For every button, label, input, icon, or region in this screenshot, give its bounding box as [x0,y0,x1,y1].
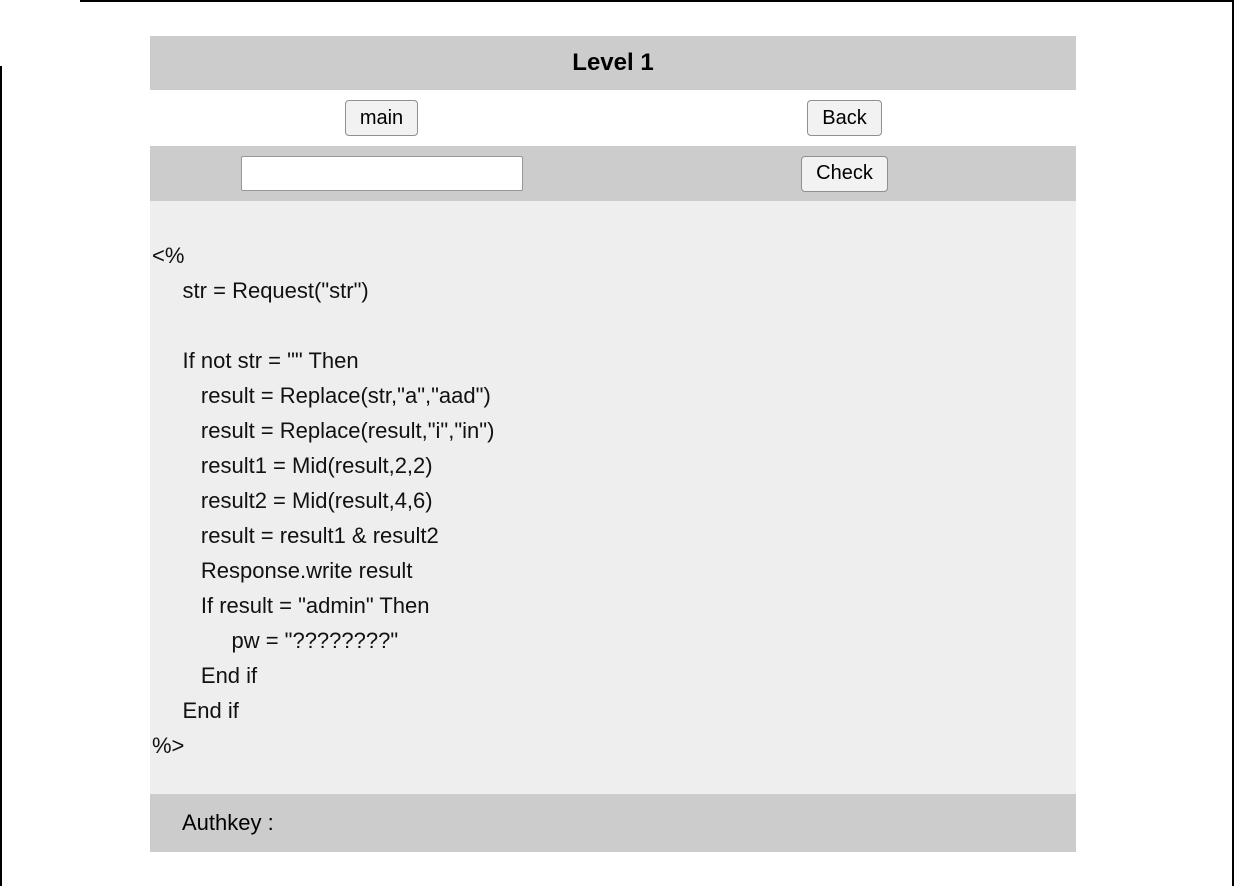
frame-border-top [80,0,1234,2]
answer-input[interactable] [240,156,523,191]
code-block: <% str = Request("str") If not str = "" … [150,201,1076,794]
back-button[interactable]: Back [807,100,882,136]
authkey-bar: Authkey : [150,794,1076,852]
frame-border-right [1232,0,1234,886]
answer-row: Check [150,146,1076,201]
page-title: Level 1 [150,36,1076,90]
answer-right-cell: Check [613,146,1076,201]
frame-border-left [0,66,2,886]
nav-left-cell: main [150,90,613,146]
check-button[interactable]: Check [801,155,888,192]
nav-row: main Back [150,90,1076,146]
nav-right-cell: Back [613,90,1076,146]
authkey-label: Authkey : [182,810,274,835]
main-button[interactable]: main [344,100,419,136]
challenge-panel: Level 1 main Back Check <% str = Request… [150,36,1076,852]
answer-left-cell [150,146,613,201]
